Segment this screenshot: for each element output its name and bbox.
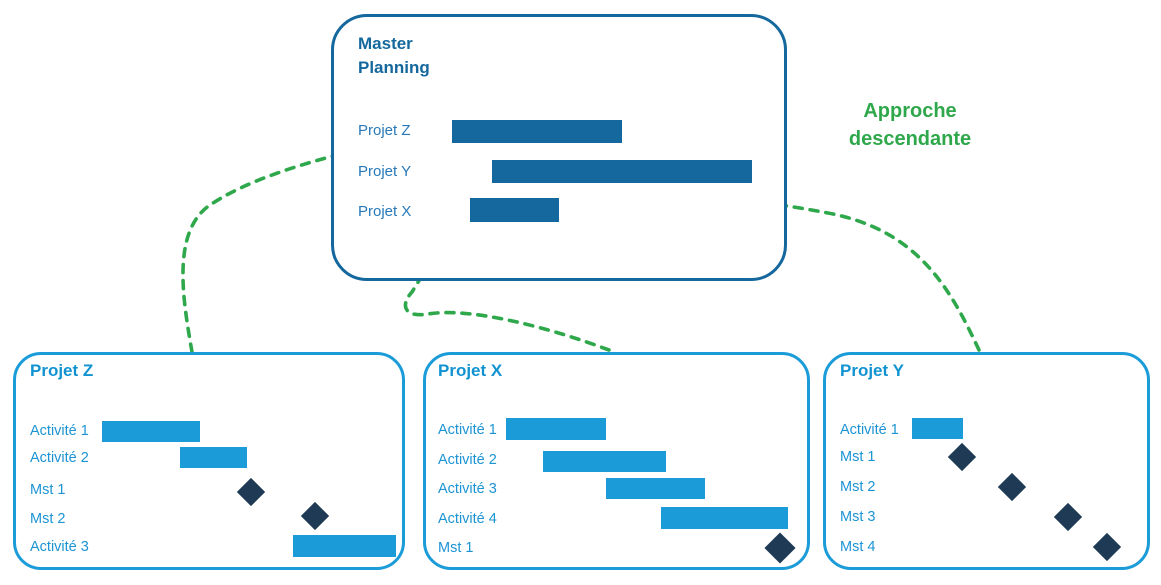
- projet-z-bar-activite-3: [293, 535, 396, 557]
- master-row-label-projet-y: Projet Y: [358, 163, 412, 180]
- master-row-label-projet-x: Projet X: [358, 203, 412, 220]
- projet-z-bar-activite-2: [180, 447, 247, 468]
- projet-x-bar-activite-4: [661, 507, 788, 529]
- projet-x-bar-activite-1: [506, 418, 606, 440]
- projet-y-row-label: Activité 1: [840, 422, 899, 438]
- master-bar-projet-z: [452, 120, 622, 143]
- projet-z-row-label: Activité 3: [30, 539, 89, 555]
- projet-x-title: Projet X: [438, 361, 503, 380]
- projet-y-bar-activite-1: [912, 418, 963, 439]
- projet-y-row-label: Mst 4: [840, 539, 876, 555]
- master-bar-projet-x: [470, 198, 559, 222]
- projet-z-row-label: Mst 1: [30, 482, 66, 498]
- projet-y-title: Projet Y: [840, 361, 904, 380]
- projet-x-row-label: Activité 2: [438, 452, 497, 468]
- projet-z-row-label: Activité 1: [30, 423, 89, 439]
- annotation-approche-descendante: Approche descendante: [848, 100, 972, 150]
- projet-z-row-label: Mst 2: [30, 511, 66, 527]
- projet-y-row-label: Mst 3: [840, 509, 876, 525]
- projet-x-bar-activite-3: [606, 478, 705, 499]
- master-row-label-projet-z: Projet Z: [358, 122, 411, 139]
- projet-x-row-label: Activité 1: [438, 422, 497, 438]
- master-bar-projet-y: [492, 160, 752, 183]
- master-planning-title: Master Planning: [358, 34, 430, 77]
- projet-y-row-label: Mst 2: [840, 479, 876, 495]
- projet-x-row-label: Mst 1: [438, 540, 474, 556]
- projet-x-row-label: Activité 4: [438, 511, 497, 527]
- master-planning-box: [331, 14, 787, 281]
- projet-x-row-label: Activité 3: [438, 481, 497, 497]
- projet-y-box: [823, 352, 1150, 570]
- projet-z-row-label: Activité 2: [30, 450, 89, 466]
- projet-x-bar-activite-2: [543, 451, 666, 472]
- projet-z-title: Projet Z: [30, 361, 94, 380]
- projet-y-row-label: Mst 1: [840, 449, 876, 465]
- projet-z-bar-activite-1: [102, 421, 200, 442]
